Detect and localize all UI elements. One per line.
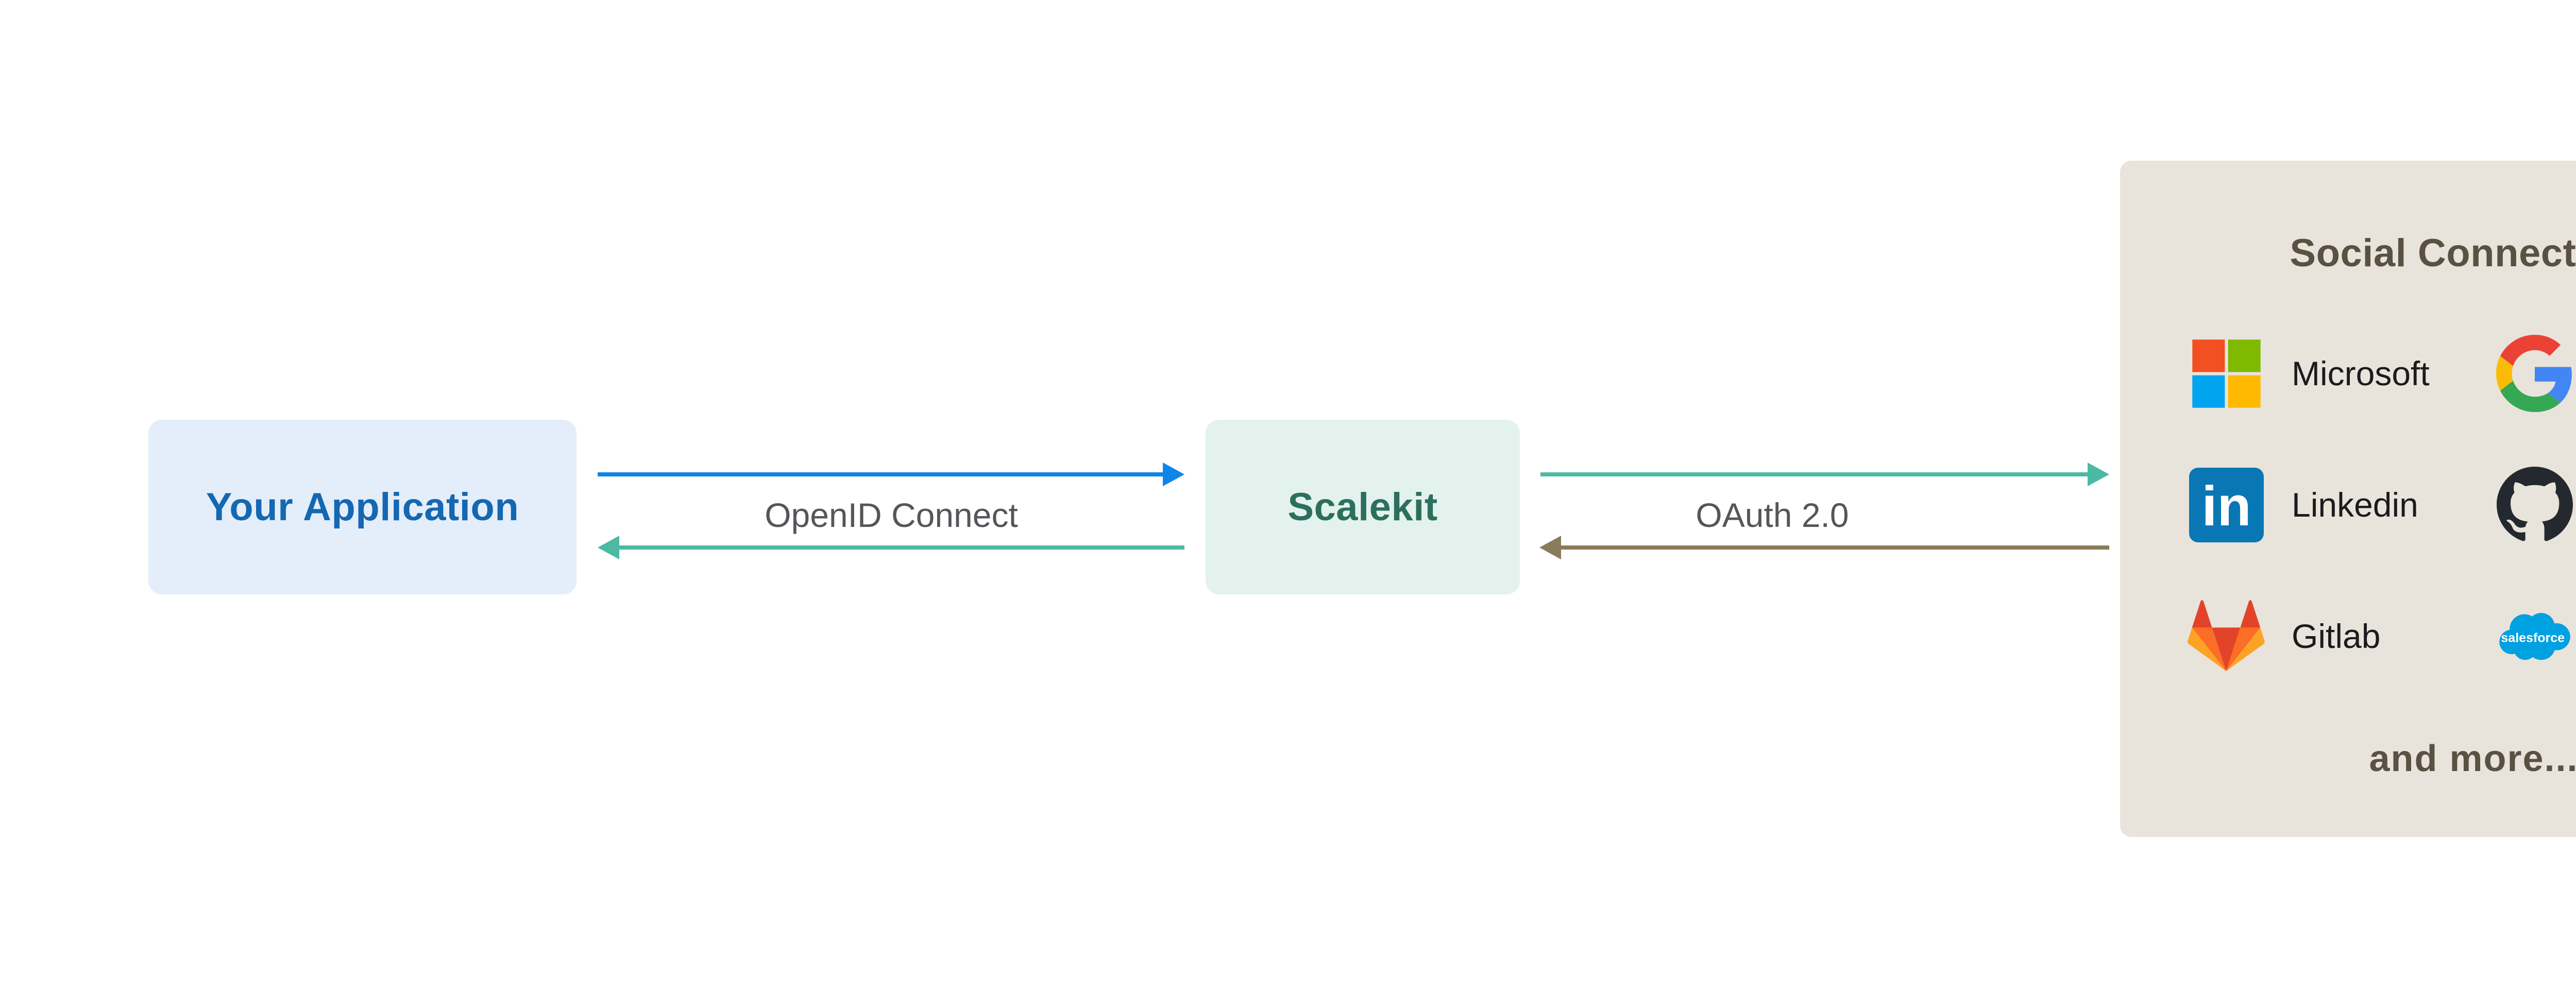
provider-label: Linkedin	[2292, 486, 2418, 524]
your-application-label: Your Application	[206, 485, 519, 529]
microsoft-icon	[2188, 335, 2265, 412]
and-more-label: and more...	[2369, 738, 2576, 779]
github-icon	[2496, 466, 2573, 543]
oauth-forward-arrowhead-icon	[2088, 463, 2109, 486]
provider-gitlab: Gitlab	[2188, 597, 2496, 675]
openid-forward-arrow-line	[598, 472, 1163, 476]
provider-linkedin: in Linkedin	[2188, 466, 2496, 543]
provider-label: Gitlab	[2292, 617, 2381, 655]
provider-salesforce: salesforce Salesforce	[2496, 597, 2576, 675]
openid-return-arrow-line	[619, 545, 1184, 550]
scalekit-node: Scalekit	[1206, 420, 1520, 594]
svg-text:in: in	[2201, 475, 2251, 537]
social-connections-panel: Social Connections Microsoft	[2120, 161, 2576, 837]
social-connections-title: Social Connections	[2290, 231, 2576, 275]
svg-text:salesforce: salesforce	[2501, 630, 2565, 645]
linkedin-icon: in	[2188, 466, 2265, 543]
scalekit-label: Scalekit	[1287, 485, 1438, 529]
salesforce-icon: salesforce	[2496, 597, 2573, 675]
openid-forward-arrowhead-icon	[1163, 463, 1184, 486]
openid-connect-label: OpenID Connect	[765, 496, 1018, 534]
your-application-node: Your Application	[148, 420, 577, 594]
provider-github: Github	[2496, 466, 2576, 543]
oauth-return-arrow-line	[1561, 545, 2109, 550]
openid-return-arrowhead-icon	[598, 536, 619, 559]
oauth-return-arrowhead-icon	[1539, 536, 1561, 559]
oauth-forward-arrow-line	[1540, 472, 2088, 476]
google-icon	[2496, 335, 2573, 412]
provider-google: Google	[2496, 335, 2576, 412]
providers-grid: Microsoft Google	[2188, 335, 2576, 675]
oauth-label: OAuth 2.0	[1696, 496, 1849, 534]
provider-label: Microsoft	[2292, 354, 2430, 392]
provider-microsoft: Microsoft	[2188, 335, 2496, 412]
gitlab-icon	[2188, 597, 2265, 675]
